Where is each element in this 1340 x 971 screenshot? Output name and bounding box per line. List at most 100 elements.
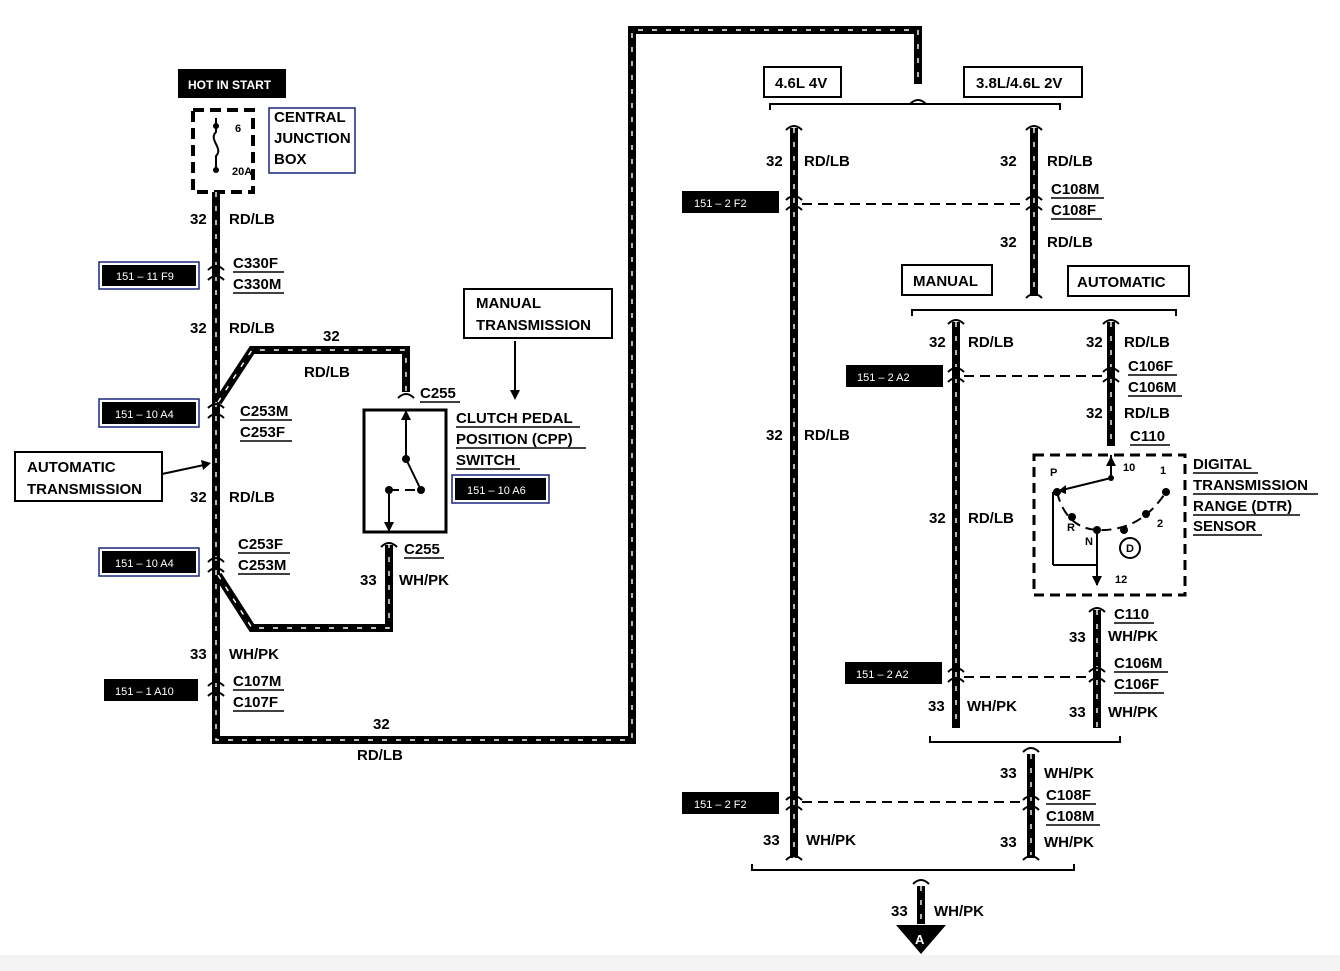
svg-text:C255: C255 [420,385,456,402]
wire-color: RD/LB [968,334,1014,351]
ref-c106-bottom: 151 – 2 A2 [845,662,942,684]
wire-color: RD/LB [229,211,275,228]
wire-number: 32 [1086,334,1103,351]
ref-c253-bottom: 151 – 10 A4 [98,547,200,577]
wire-color: WH/PK [1108,628,1158,645]
wire-number: 32 [929,510,946,527]
svg-text:151 – 2 A2: 151 – 2 A2 [857,372,910,384]
svg-text:D: D [1126,543,1134,555]
connector-c106f: C106F [1114,676,1159,693]
svg-text:MANUAL: MANUAL [476,295,541,312]
wire-color: RD/LB [304,364,350,381]
svg-text:C255: C255 [404,541,440,558]
ref-c108-bottom: 151 – 2 F2 [682,792,779,814]
svg-text:CENTRAL: CENTRAL [274,109,346,126]
wire-number: 33 [891,903,908,920]
svg-text:151 – 2 F2: 151 – 2 F2 [694,799,747,811]
wire-number: 33 [928,698,945,715]
svg-text:C253M: C253M [238,557,286,574]
wire-color: WH/PK [1108,704,1158,721]
svg-text:151 – 10 A4: 151 – 10 A4 [115,558,174,570]
wire-number: 32 [1000,153,1017,170]
connector-c330: C330F C330M [207,255,284,294]
circuit-33-2v-wire [1022,754,1040,861]
wire-color: RD/LB [229,489,275,506]
wire-number: 33 [1000,834,1017,851]
ref-c107: 151 – 1 A10 [104,679,198,701]
bottom-scroll-bar [0,955,1340,971]
wire-color: WH/PK [1044,765,1094,782]
connector-c108m: C108M [1046,808,1094,825]
svg-text:TRANSMISSION: TRANSMISSION [27,481,142,498]
connector-c253-bottom: C253F C253M [207,536,290,575]
wire-color: RD/LB [1124,334,1170,351]
wire-color: RD/LB [229,320,275,337]
ref-cpp: 151 – 10 A6 [451,474,550,504]
ref-c106-top: 151 – 2 A2 [846,365,943,387]
ref-c108-top: 151 – 2 F2 [682,191,779,213]
svg-text:HOT IN START: HOT IN START [188,78,272,92]
wire-number: 33 [1069,629,1086,646]
connector-c106m: C106M [1114,655,1162,672]
manual-transmission-callout: MANUAL TRANSMISSION [463,288,613,400]
wire-number: 32 [1000,234,1017,251]
svg-text:20A: 20A [232,166,252,178]
svg-text:BOX: BOX [274,151,307,168]
svg-text:1: 1 [1160,465,1166,477]
wire-number: 32 [766,427,783,444]
wire-color: WH/PK [229,646,279,663]
wire-color: WH/PK [934,903,984,920]
svg-text:C330F: C330F [233,255,278,272]
wire-color: RD/LB [1047,153,1093,170]
svg-text:C253M: C253M [240,403,288,420]
wire-color: RD/LB [357,747,403,764]
svg-text:A: A [915,932,925,947]
wire-color: WH/PK [967,698,1017,715]
wire-color: RD/LB [1124,405,1170,422]
wire-number: 32 [190,211,207,228]
wire-color: RD/LB [804,427,850,444]
connector-c110: C110 [1114,606,1149,623]
wire-color: WH/PK [806,832,856,849]
svg-text:TRANSMISSION: TRANSMISSION [476,317,591,334]
wire-number: 32 [1086,405,1103,422]
svg-text:RANGE (DTR): RANGE (DTR) [1193,498,1292,515]
wire-number: 32 [190,489,207,506]
svg-text:SENSOR: SENSOR [1193,518,1257,535]
connector-c253-top: C253M C253F [207,403,292,442]
wire-number: 32 [766,153,783,170]
svg-text:JUNCTION: JUNCTION [274,130,351,147]
svg-text:P: P [1050,467,1057,479]
cpp-branch-wire [214,346,410,632]
svg-text:SWITCH: SWITCH [456,452,515,469]
wire-number: 32 [190,320,207,337]
svg-text:N: N [1085,536,1093,548]
svg-text:C253F: C253F [238,536,283,553]
terminal-a: A [896,925,946,954]
svg-text:POSITION (CPP): POSITION (CPP) [456,431,573,448]
svg-text:3.8L/4.6L 2V: 3.8L/4.6L 2V [976,75,1062,92]
wire-number: 32 [323,328,340,345]
svg-text:C107M: C107M [233,673,281,690]
svg-text:DIGITAL: DIGITAL [1193,456,1252,473]
svg-text:R: R [1067,522,1075,534]
connector-c110: C110 [1130,428,1165,445]
wire-color: WH/PK [1044,834,1094,851]
svg-text:151 – 1 A10: 151 – 1 A10 [115,686,174,698]
cpp-switch: C255 C255 CLUTCH PEDAL POSITION (CPP) SW… [362,385,586,559]
circuit-32-4v-wire [785,125,803,861]
svg-text:2: 2 [1157,518,1163,530]
circuit-32-2v-wire [1025,125,1043,299]
circuit-32-left-wire [212,26,922,744]
svg-text:6: 6 [235,123,241,135]
transmission-option-bracket: MANUAL AUTOMATIC [901,264,1190,316]
svg-text:4.6L 4V: 4.6L 4V [775,75,827,92]
svg-text:CLUTCH PEDAL: CLUTCH PEDAL [456,410,573,427]
svg-text:AUTOMATIC: AUTOMATIC [1077,274,1166,291]
connector-c106m: C106M [1128,379,1176,396]
svg-text:151 – 2 F2: 151 – 2 F2 [694,198,747,210]
output-merge-bracket [751,864,1075,924]
fuse-icon [212,118,220,170]
svg-text:C330M: C330M [233,276,281,293]
wire-color: RD/LB [968,510,1014,527]
